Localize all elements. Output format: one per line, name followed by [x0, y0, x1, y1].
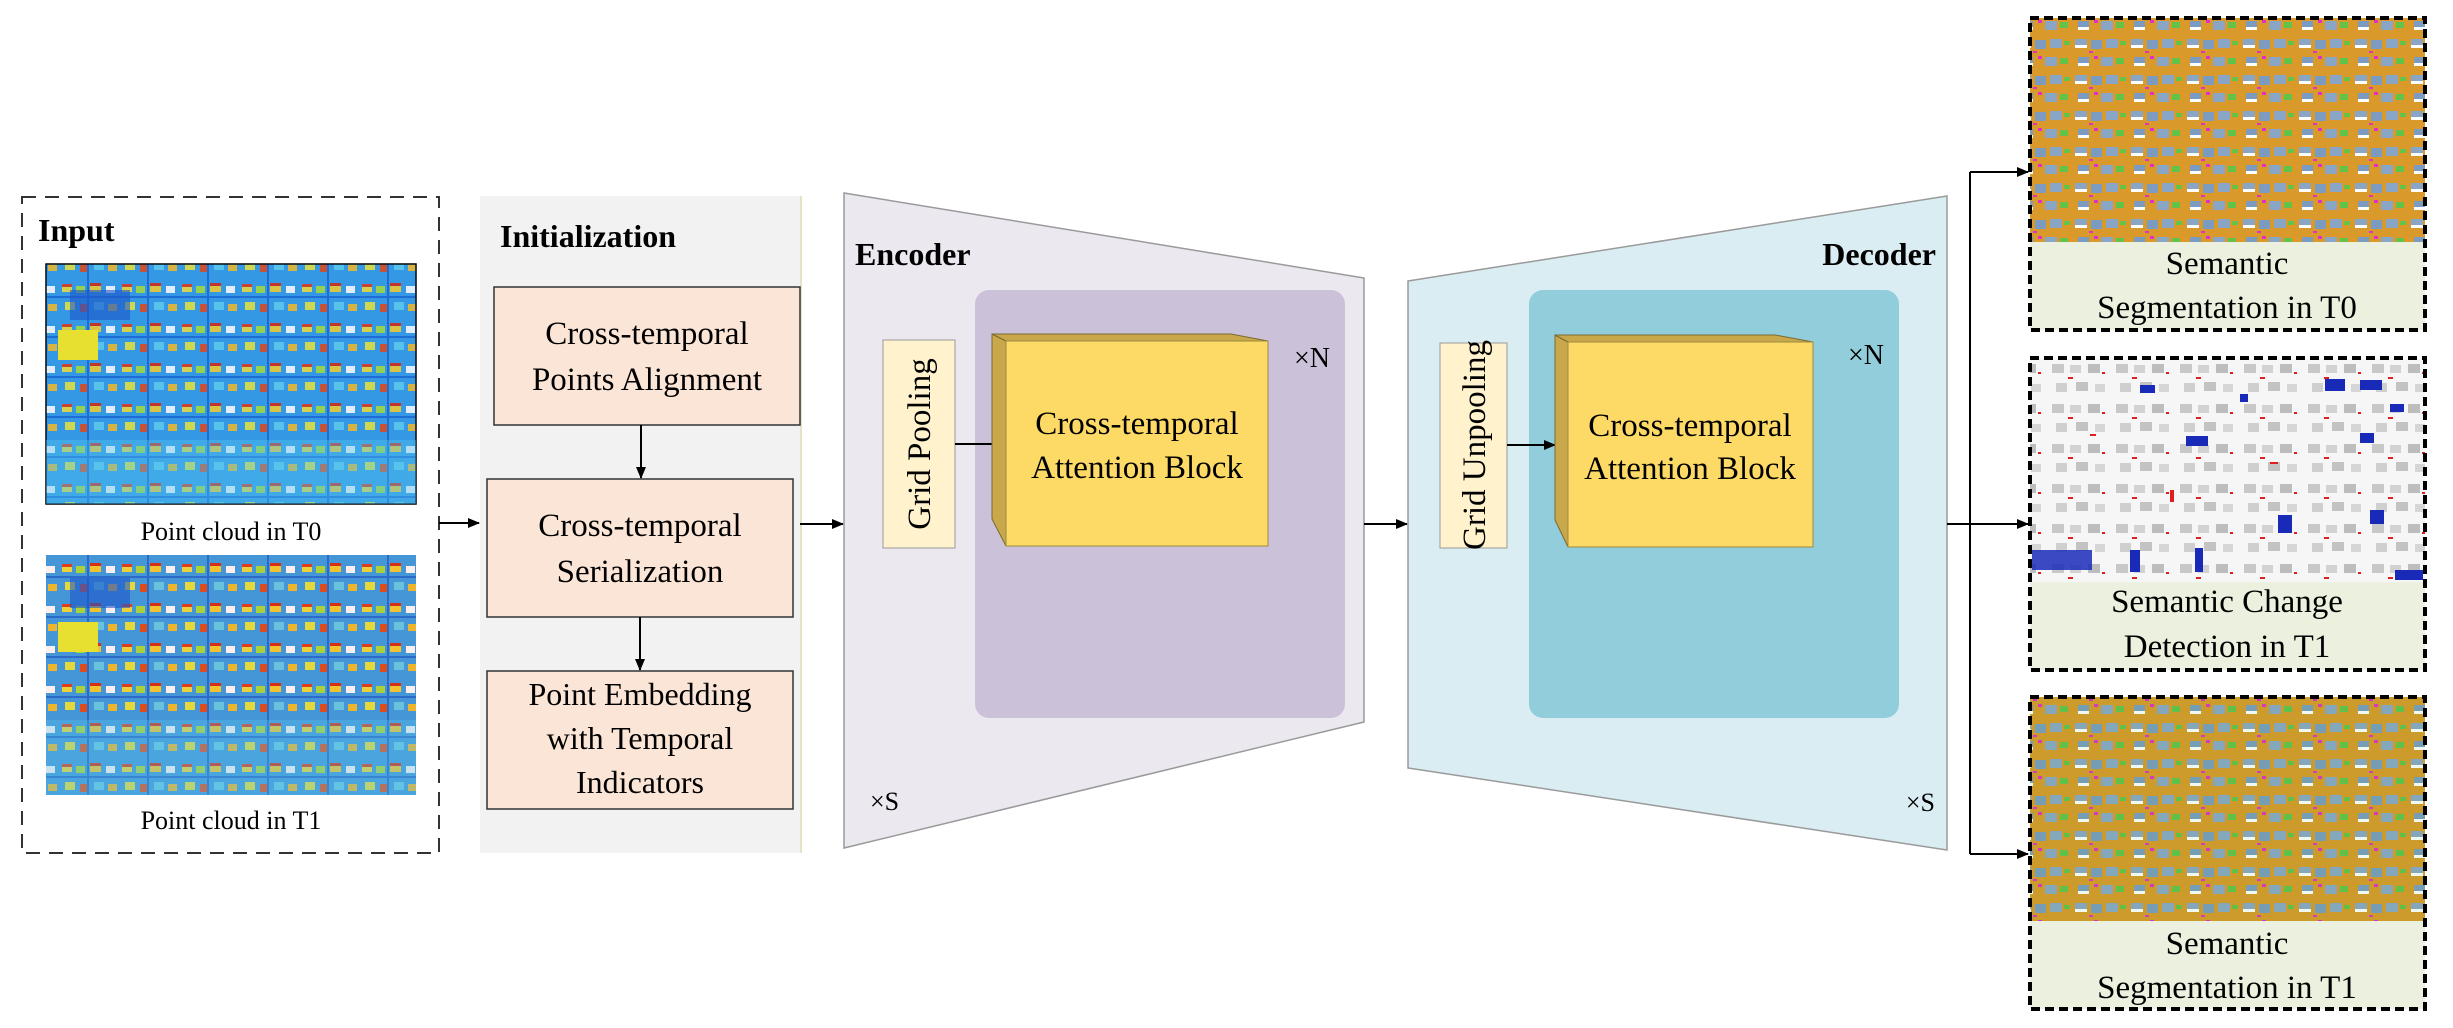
output-branch-connectors: [1947, 167, 2029, 859]
encoder-attention-line2: Attention Block: [1031, 450, 1243, 486]
output-change-t1-line1: Semantic Change: [2111, 584, 2343, 620]
output-change-t1-line2: Detection in T1: [2124, 629, 2331, 665]
init-step-embedding-line1: Point Embedding: [528, 676, 751, 712]
encoder-title: Encoder: [855, 236, 971, 272]
output-seg-t1-line1: Semantic: [2166, 926, 2289, 962]
input-caption-t1: Point cloud in T1: [141, 806, 322, 835]
encoder-attention-block: Cross-temporal Attention Block: [991, 333, 1269, 547]
output-seg-t0-line1: Semantic: [2166, 246, 2289, 282]
decoder-panel: Decoder ×N Grid Unpooling Cross-temporal…: [1407, 195, 1948, 851]
input-panel: Input Point cloud in T0 Point cloud in T…: [21, 196, 440, 854]
encoder-repeat-s: ×S: [870, 787, 899, 816]
decoder-repeat-n: ×N: [1848, 340, 1884, 371]
decoder-attention-line1: Cross-temporal: [1588, 408, 1791, 444]
output-change-t1-image: [2030, 358, 2425, 582]
output-change-t1: Semantic Change Detection in T1: [2028, 356, 2427, 672]
initialization-panel: Initialization Cross-temporal Points Ali…: [480, 196, 802, 853]
decoder-grid-unpooling-label: Grid Unpooling: [1457, 340, 1493, 550]
output-seg-t0: Semantic Segmentation in T0: [2028, 16, 2427, 332]
init-step-alignment: Cross-temporal Points Alignment: [493, 286, 801, 426]
init-step-serialization-line1: Cross-temporal: [538, 508, 741, 544]
output-seg-t0-image: [2030, 18, 2425, 242]
init-step-embedding-line2: with Temporal: [547, 720, 734, 756]
encoder-repeat-n: ×N: [1294, 343, 1330, 374]
input-caption-t0: Point cloud in T0: [141, 517, 322, 546]
input-image-t0: [45, 263, 417, 505]
init-step-embedding-line3: Indicators: [576, 764, 704, 800]
init-title: Initialization: [500, 218, 676, 254]
init-step-alignment-line2: Points Alignment: [532, 362, 762, 398]
decoder-grid-unpooling: [1439, 342, 1508, 549]
init-step-alignment-line1: Cross-temporal: [545, 316, 748, 352]
init-step-serialization: Cross-temporal Serialization: [486, 478, 794, 618]
encoder-panel: Encoder ×N Grid Pooling Cross-temporal A…: [843, 192, 1365, 849]
decoder-attention-line2: Attention Block: [1584, 451, 1796, 487]
decoder-repeat-s: ×S: [1906, 788, 1935, 817]
input-image-t1: [46, 555, 416, 795]
output-seg-t1: Semantic Segmentation in T1: [2028, 695, 2427, 1011]
input-title: Input: [38, 212, 115, 248]
decoder-title: Decoder: [1822, 236, 1936, 272]
output-seg-t1-image: [2030, 697, 2425, 921]
init-step-serialization-line2: Serialization: [557, 554, 724, 590]
encoder-attention-line1: Cross-temporal: [1035, 406, 1238, 442]
change-highlights: [2032, 379, 2423, 580]
decoder-attention-block: Cross-temporal Attention Block: [1554, 334, 1814, 548]
output-seg-t0-line2: Segmentation in T0: [2097, 290, 2357, 326]
encoder-grid-pooling-label: Grid Pooling: [902, 358, 938, 529]
init-step-embedding: Point Embedding with Temporal Indicators: [486, 670, 794, 810]
output-seg-t1-line2: Segmentation in T1: [2097, 970, 2357, 1006]
encoder-grid-pooling: [882, 339, 956, 549]
